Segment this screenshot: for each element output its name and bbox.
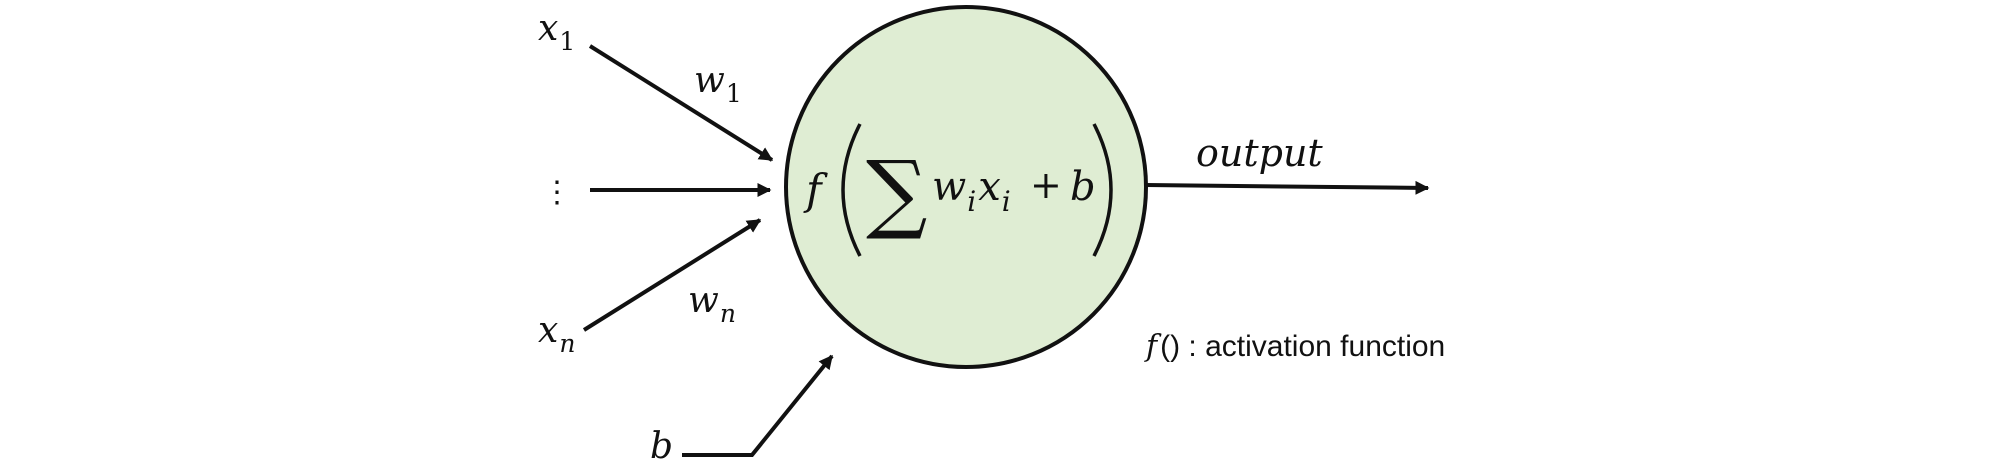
- activation-legend: f() : activation function: [1144, 329, 1445, 364]
- output-label: output: [1196, 131, 1323, 175]
- input-label-xn: xn: [538, 310, 575, 358]
- activation-formula: f ∑ wixi + b: [803, 123, 1113, 257]
- weight-label-w1: w1: [694, 60, 742, 108]
- formula-b: b: [1070, 164, 1096, 210]
- input-arrow-x1: [588, 44, 774, 162]
- output-arrow: [1145, 180, 1430, 195]
- bias-arrow: [682, 354, 834, 457]
- formula-sigma: ∑: [866, 143, 927, 243]
- formula-weighted-sum: wixi: [932, 164, 1011, 218]
- formula-left-paren: [841, 123, 862, 257]
- bias-label: b: [650, 426, 673, 461]
- input-ellipsis: ⋮: [542, 175, 572, 210]
- weight-label-wn: wn: [688, 280, 736, 328]
- formula-right-paren: [1092, 123, 1113, 257]
- input-label-x1: x1: [538, 8, 575, 56]
- formula-plus: +: [1030, 163, 1062, 207]
- input-arrow-xn: [582, 218, 762, 332]
